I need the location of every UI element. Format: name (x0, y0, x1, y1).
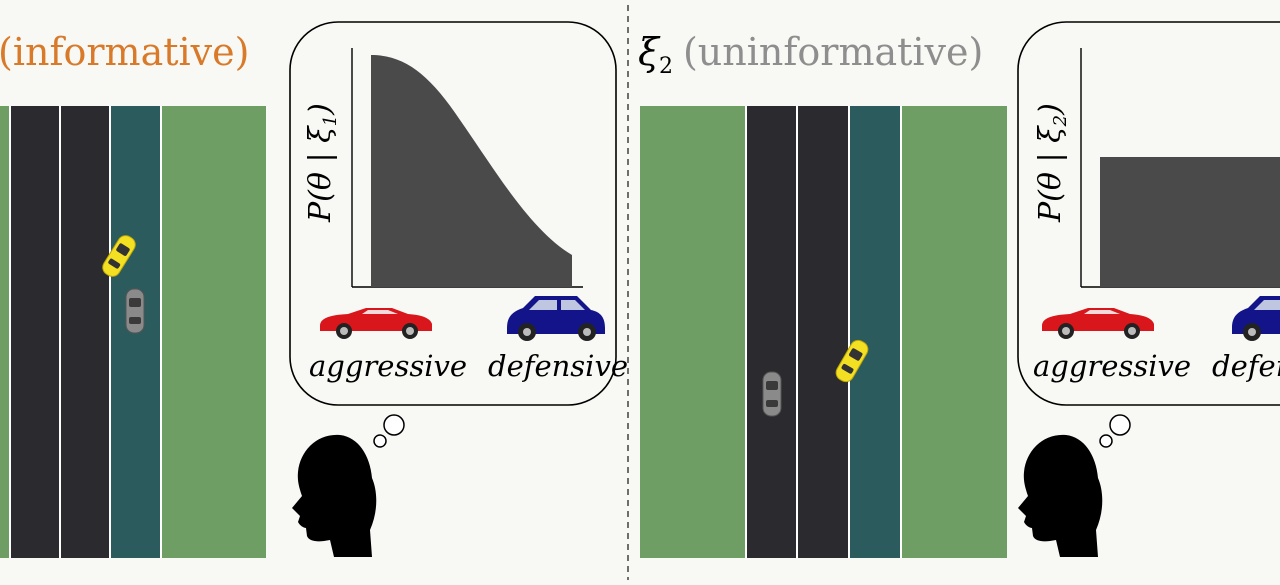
right-title-symbol: ξ (638, 30, 661, 74)
right-defensive-car-icon (1232, 296, 1280, 341)
right-road-lane-2 (798, 106, 848, 558)
left-label-defensive: defensive (488, 349, 628, 383)
left-road-lane-2 (61, 106, 109, 558)
right-panel-title: ξ2 (uninformative) (638, 30, 983, 79)
left-gray-car-icon (125, 288, 145, 334)
left-road-lane-1 (11, 106, 59, 558)
left-road-scene (0, 106, 266, 558)
left-aggressive-car-icon (320, 308, 432, 339)
right-gray-car-icon (762, 371, 782, 417)
left-defensive-car-icon (507, 296, 605, 341)
right-grass-right (902, 106, 1007, 558)
right-teal-lane (850, 106, 900, 558)
right-title-sub: 2 (659, 54, 673, 79)
left-lane-line-4 (160, 106, 162, 558)
right-label-aggressive: aggressive (1033, 349, 1191, 383)
left-label-aggressive: aggressive (309, 349, 467, 383)
left-distribution-plot: P(θ | ξ1) (303, 48, 583, 288)
right-lane-line-4 (900, 106, 902, 558)
right-road-scene (640, 106, 1007, 558)
right-panel: ξ2 (uninformative) P(θ | ξ2) aggressive d… (638, 21, 1280, 558)
right-road-lane-1 (747, 106, 796, 558)
right-thought-circle-large (1109, 414, 1131, 436)
left-person-silhouette-icon (292, 434, 377, 557)
right-lane-line-1 (745, 106, 747, 558)
right-grass-left (640, 106, 745, 558)
left-panel-title: (informative) (0, 30, 249, 74)
left-distribution-area (371, 55, 572, 287)
left-thought-circle-large (383, 414, 405, 436)
left-lane-line-2 (59, 106, 61, 558)
right-thought-circle-small (1099, 434, 1113, 448)
right-lane-line-2 (796, 106, 798, 558)
right-person-silhouette-icon (1018, 434, 1103, 557)
left-thought-circle-small (373, 434, 387, 448)
right-distribution-area (1100, 157, 1280, 287)
right-title-text: (uninformative) (683, 30, 983, 74)
left-grass-left (0, 106, 9, 558)
left-panel: (informative) P(θ | ξ1) ag (0, 21, 628, 558)
right-label-defensive: defen (1212, 349, 1280, 383)
left-lane-line-1 (9, 106, 11, 558)
left-grass-right (162, 106, 266, 558)
right-y-axis-label: P(θ | ξ2) (1033, 103, 1071, 223)
right-aggressive-car-icon (1042, 308, 1154, 339)
left-y-axis-label: P(θ | ξ1) (303, 103, 341, 223)
right-distribution-plot: P(θ | ξ2) (1033, 48, 1280, 288)
right-lane-line-3 (848, 106, 850, 558)
left-yellow-car-icon (102, 235, 136, 277)
right-yellow-car-icon (835, 339, 869, 383)
left-lane-line-3 (109, 106, 111, 558)
